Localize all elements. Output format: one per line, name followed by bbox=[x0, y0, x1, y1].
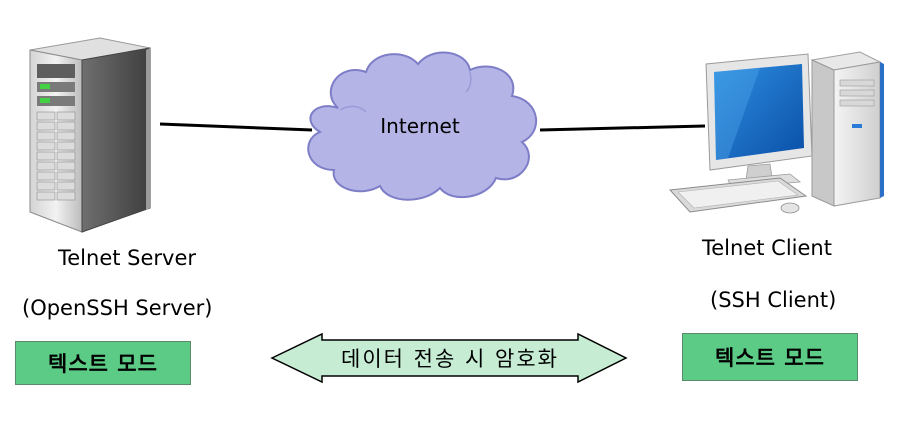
client-pc-icon bbox=[668, 51, 884, 214]
client-mode-box: 텍스트 모드 bbox=[682, 333, 858, 381]
encryption-label: 데이터 전송 시 암호화 bbox=[341, 347, 559, 371]
server-link-line bbox=[159, 122, 313, 132]
client-subtitle: (SSH Client) bbox=[710, 288, 837, 312]
server-title: Telnet Server bbox=[58, 246, 197, 270]
encryption-double-arrow bbox=[270, 332, 628, 384]
server-subtitle: (OpenSSH Server) bbox=[22, 296, 213, 320]
server-icon bbox=[29, 37, 151, 233]
internet-cloud-icon bbox=[307, 51, 538, 201]
client-link-line bbox=[539, 124, 706, 132]
client-title: Telnet Client bbox=[702, 236, 832, 260]
server-mode-box: 텍스트 모드 bbox=[15, 341, 191, 385]
internet-label: Internet bbox=[380, 114, 460, 138]
